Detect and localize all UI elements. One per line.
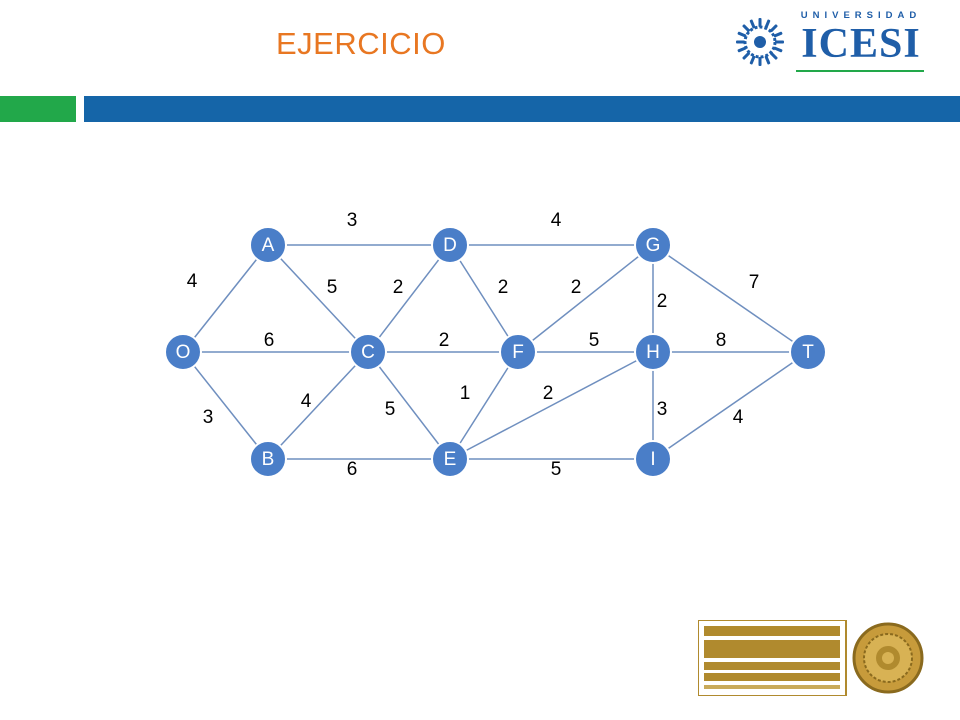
- edge-weight-e-f: 1: [460, 383, 471, 404]
- edge-weight-c-f: 2: [439, 330, 450, 351]
- logo-big-text: ICESI: [801, 21, 921, 67]
- node-label-i: I: [650, 449, 655, 470]
- node-circle-b: [249, 440, 287, 478]
- node-g: G: [634, 226, 672, 264]
- node-circle-g: [634, 226, 672, 264]
- node-label-d: D: [443, 235, 457, 256]
- node-t: T: [789, 333, 827, 371]
- edge-weight-g-h: 2: [657, 291, 668, 312]
- edge-weight-g-t: 7: [749, 272, 760, 293]
- edge-d-f: [449, 244, 519, 353]
- edge-weight-f-g: 2: [571, 277, 582, 298]
- logo-small-text: UNIVERSIDAD: [800, 10, 922, 21]
- node-label-a: A: [262, 235, 275, 256]
- node-f: F: [499, 333, 537, 371]
- edge-o-a: [182, 244, 269, 353]
- edge-weight-a-d: 3: [347, 210, 358, 231]
- edge-weight-f-h: 5: [589, 330, 600, 351]
- edge-g-t: [652, 244, 809, 353]
- node-circle-o: [164, 333, 202, 371]
- edge-weight-e-h: 2: [543, 383, 554, 404]
- accreditation-seal-image: [697, 619, 924, 697]
- node-circle-a: [249, 226, 287, 264]
- node-label-h: H: [646, 342, 660, 363]
- edge-weight-o-c: 6: [264, 330, 275, 351]
- edge-weight-c-d: 2: [393, 277, 404, 298]
- edge-weight-e-i: 5: [551, 459, 562, 480]
- node-i: I: [634, 440, 672, 478]
- logo-emblem-icon: [736, 18, 784, 66]
- node-circle-f: [499, 333, 537, 371]
- node-label-c: C: [361, 342, 375, 363]
- node-circle-h: [634, 333, 672, 371]
- node-a: A: [249, 226, 287, 264]
- node-circle-d: [431, 226, 469, 264]
- edge-c-d: [367, 244, 451, 353]
- node-c: C: [349, 333, 387, 371]
- node-circle-i: [634, 440, 672, 478]
- edge-weight-b-c: 4: [301, 391, 312, 412]
- logo-underline: [796, 70, 924, 72]
- edge-o-b: [182, 351, 269, 460]
- edge-weight-d-f: 2: [498, 277, 509, 298]
- edge-c-e: [367, 351, 451, 460]
- edge-weight-h-i: 3: [657, 399, 668, 420]
- node-label-g: G: [646, 235, 661, 256]
- edge-weight-h-t: 8: [716, 330, 727, 351]
- node-circle-c: [349, 333, 387, 371]
- node-e: E: [431, 440, 469, 478]
- accreditation-seal: [697, 619, 924, 697]
- edge-weight-o-a: 4: [187, 271, 198, 292]
- edge-weight-a-c: 5: [327, 277, 338, 298]
- node-h: H: [634, 333, 672, 371]
- node-label-t: T: [802, 342, 814, 363]
- node-circle-e: [431, 440, 469, 478]
- node-label-e: E: [444, 449, 457, 470]
- university-logo: UNIVERSIDAD ICESI: [730, 10, 930, 76]
- edge-weight-o-b: 3: [203, 407, 214, 428]
- edge-f-g: [517, 244, 654, 353]
- edge-e-h: [449, 351, 654, 460]
- edge-i-t: [652, 351, 809, 460]
- node-circle-t: [789, 333, 827, 371]
- header-bar-blue: [84, 96, 960, 122]
- node-d: D: [431, 226, 469, 264]
- slide-title: EJERCICIO: [276, 26, 446, 61]
- edge-e-f: [449, 351, 519, 460]
- edge-a-c: [267, 244, 369, 353]
- edge-weight-d-g: 4: [551, 210, 562, 231]
- node-b: B: [249, 440, 287, 478]
- edge-weight-c-e: 5: [385, 399, 396, 420]
- node-o: O: [164, 333, 202, 371]
- node-label-b: B: [262, 449, 275, 470]
- edge-weight-i-t: 4: [733, 407, 744, 428]
- edge-weight-b-e: 6: [347, 459, 358, 480]
- node-label-o: O: [176, 342, 191, 363]
- header-bar-green: [0, 96, 76, 122]
- node-label-f: F: [512, 342, 524, 363]
- edge-b-c: [267, 351, 369, 460]
